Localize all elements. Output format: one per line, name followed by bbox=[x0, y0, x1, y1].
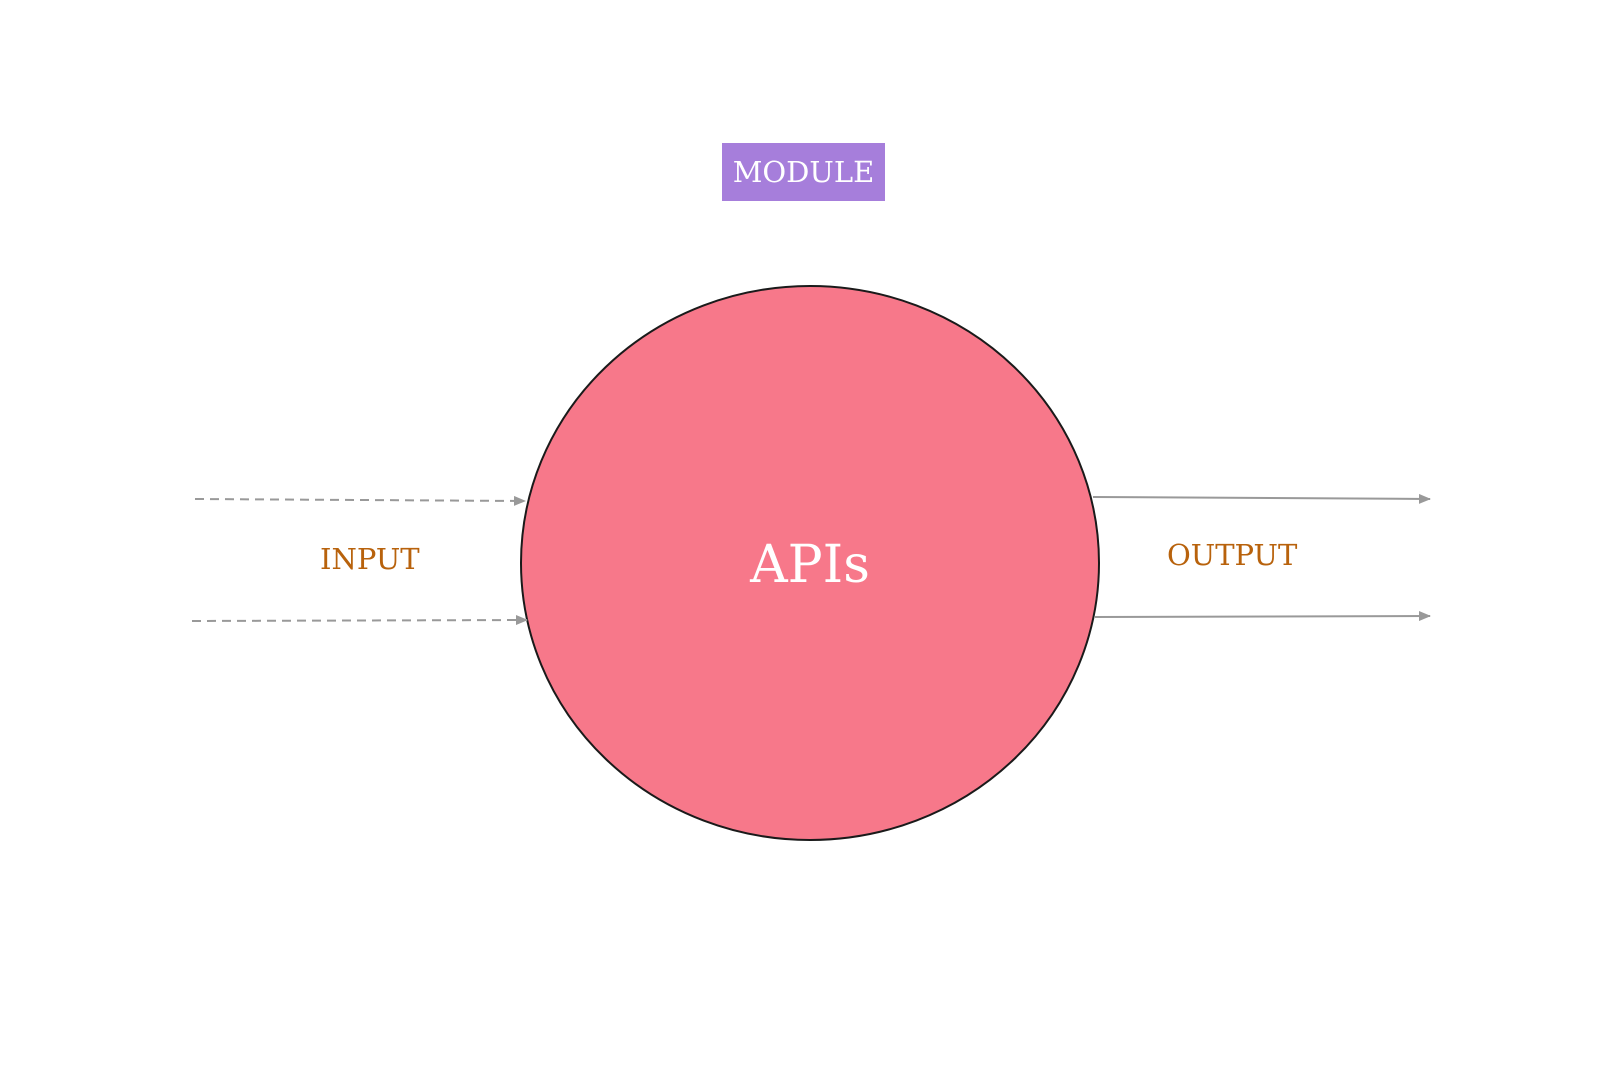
input-arrow-top bbox=[194, 495, 526, 506]
input-label: INPUT bbox=[320, 542, 420, 576]
api-circle-label: APIs bbox=[750, 535, 870, 595]
module-label-box: MODULE bbox=[722, 143, 885, 201]
output-arrow-top bbox=[1092, 493, 1431, 504]
api-circle bbox=[520, 285, 1100, 841]
output-arrow-bottom bbox=[1094, 611, 1431, 622]
module-label: MODULE bbox=[732, 155, 875, 189]
output-label: OUTPUT bbox=[1167, 538, 1298, 572]
input-arrow-bottom bbox=[191, 615, 528, 626]
